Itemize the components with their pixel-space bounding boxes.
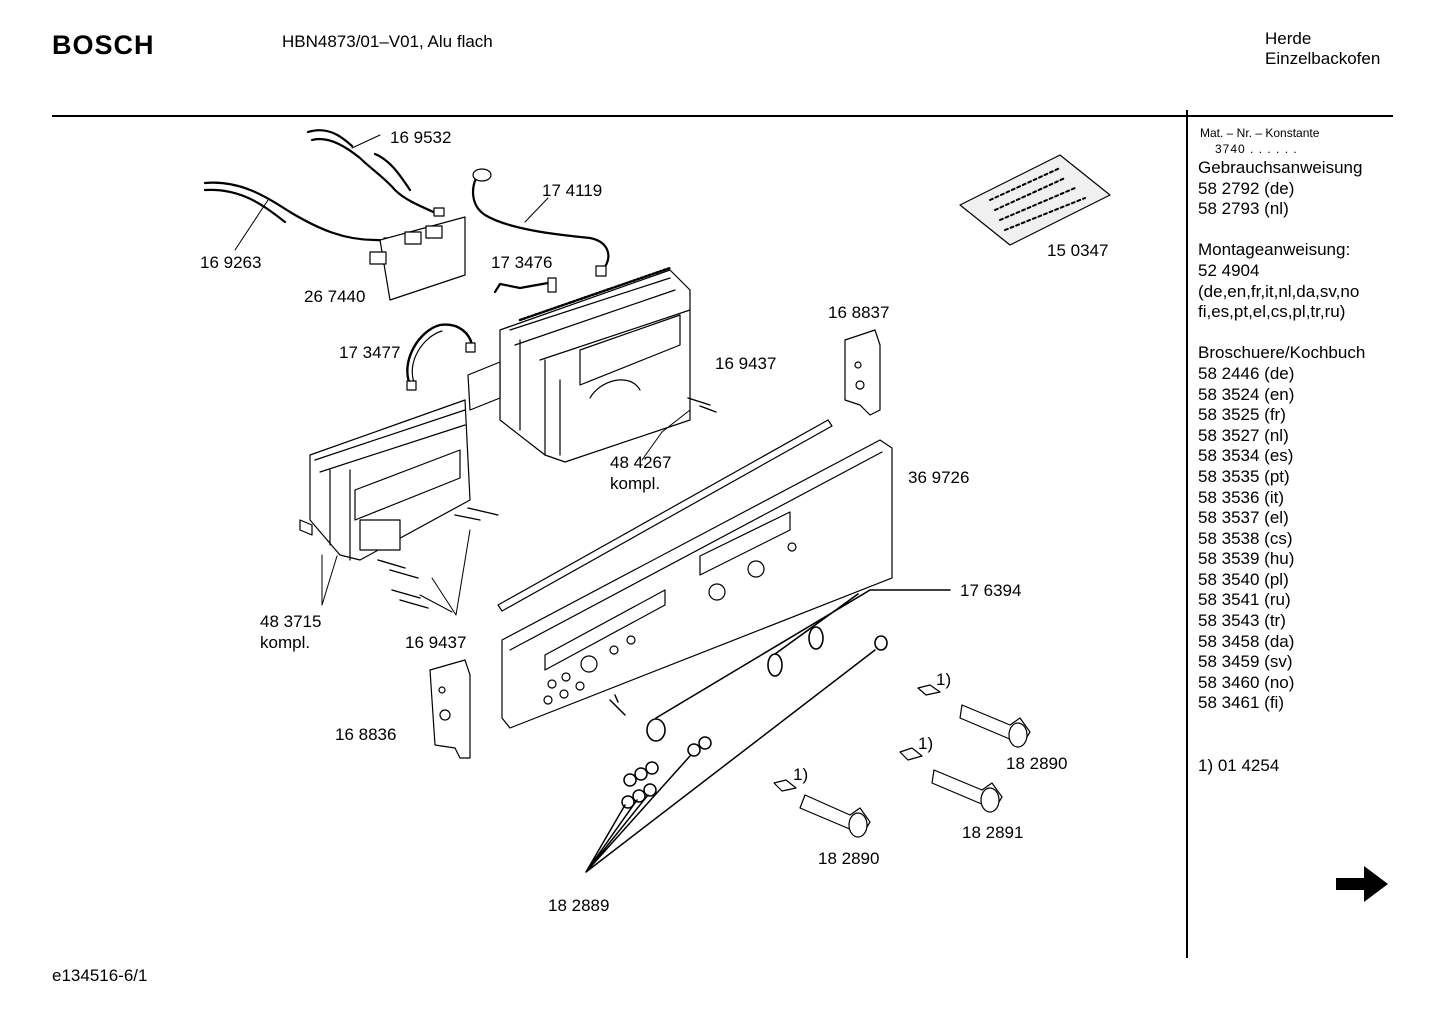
label-173476: 17 3476 bbox=[491, 253, 553, 272]
knob-rings-176394 bbox=[646, 589, 951, 742]
sidebar-line: 58 2793 (nl) bbox=[1198, 199, 1289, 219]
shaft-182890-upper bbox=[917, 684, 1031, 748]
label-182890-lower: 18 2890 bbox=[818, 849, 880, 868]
shaft-182891 bbox=[899, 747, 1003, 813]
label-173477: 17 3477 bbox=[339, 343, 401, 362]
footnote-marker-b: 1) bbox=[918, 734, 934, 753]
sidebar-line: 58 3458 (da) bbox=[1198, 631, 1295, 651]
screw-bag-150347 bbox=[959, 154, 1111, 246]
sidebar-line: 58 3540 (pl) bbox=[1198, 569, 1289, 589]
sidebar-line: (de,en,fr,it,nl,da,sv,no bbox=[1198, 281, 1360, 301]
label-483715-kompl: kompl. bbox=[260, 633, 311, 652]
brand-logo: BOSCH bbox=[52, 30, 155, 60]
label-176394: 17 6394 bbox=[960, 581, 1022, 600]
category-line-2: Einzelbackofen bbox=[1265, 49, 1381, 68]
buttons-182889 bbox=[585, 649, 876, 873]
control-panel-369726 bbox=[501, 439, 893, 729]
circuit-board-267440 bbox=[369, 216, 466, 301]
sidebar-line bbox=[1198, 220, 1365, 241]
mat-label: Mat. – Nr. – Konstante bbox=[1200, 126, 1320, 140]
bracket-168836 bbox=[429, 659, 471, 759]
sidebar-info-list: Gebrauchsanweisung 58 2792 (de) 58 2793 … bbox=[1198, 158, 1365, 714]
leader-lines bbox=[234, 134, 691, 616]
sidebar-divider bbox=[1186, 110, 1188, 958]
label-483715: 48 3715 bbox=[260, 612, 322, 631]
label-369726: 36 9726 bbox=[908, 468, 970, 487]
document-id: e134516-6/1 bbox=[52, 966, 148, 985]
label-484267-kompl: kompl. bbox=[610, 474, 661, 493]
model-title: HBN4873/01–V01, Alu flach bbox=[282, 32, 493, 51]
sidebar-line: Broschuere/Kochbuch bbox=[1198, 343, 1366, 363]
sidebar-line bbox=[1198, 323, 1365, 344]
sidebar-line: 58 3538 (cs) bbox=[1198, 528, 1293, 548]
sidebar-line: 58 2446 (de) bbox=[1198, 363, 1295, 383]
sidebar-line: 58 3525 (fr) bbox=[1198, 405, 1286, 425]
label-182889: 18 2889 bbox=[548, 896, 610, 915]
footnote-marker-c: 1) bbox=[793, 765, 809, 784]
sidebar-line: 58 3537 (el) bbox=[1198, 508, 1289, 528]
sidebar-line: 58 3536 (it) bbox=[1198, 487, 1284, 507]
label-182891: 18 2891 bbox=[962, 823, 1024, 842]
label-168836: 16 8836 bbox=[335, 725, 397, 744]
sidebar-line: 58 3527 (nl) bbox=[1198, 425, 1289, 445]
label-484267: 48 4267 bbox=[610, 453, 672, 472]
clips-169437 bbox=[377, 397, 717, 609]
wire-harness-174119 bbox=[472, 168, 610, 277]
wire-harness-173477 bbox=[406, 323, 476, 391]
label-182890-upper: 18 2890 bbox=[1006, 754, 1068, 773]
wire-harness-173476 bbox=[493, 277, 557, 294]
sidebar-line: 58 3524 (en) bbox=[1198, 384, 1295, 404]
sidebar-line: 58 3534 (es) bbox=[1198, 446, 1294, 466]
arrow-right-icon[interactable] bbox=[1334, 863, 1390, 905]
label-169532: 16 9532 bbox=[390, 128, 452, 147]
sidebar-line: 58 3541 (ru) bbox=[1198, 590, 1291, 610]
sidebar-line: 58 3543 (tr) bbox=[1198, 611, 1286, 631]
label-169437-lower: 16 9437 bbox=[405, 633, 467, 652]
exploded-parts-diagram bbox=[203, 129, 1111, 873]
control-module-483715 bbox=[299, 399, 471, 561]
footnote-reference: 1) 01 4254 bbox=[1198, 756, 1280, 775]
shaft-182890-lower bbox=[773, 779, 871, 838]
header-divider bbox=[52, 115, 1393, 117]
control-module-484267 bbox=[467, 266, 691, 463]
label-150347: 15 0347 bbox=[1047, 241, 1109, 260]
label-267440: 26 7440 bbox=[304, 287, 366, 306]
wire-harness-169263 bbox=[203, 181, 397, 248]
label-174119: 17 4119 bbox=[542, 181, 603, 200]
footnote-marker-a: 1) bbox=[936, 670, 952, 689]
sidebar-line: 58 2792 (de) bbox=[1198, 178, 1295, 198]
bracket-168837 bbox=[844, 329, 881, 416]
sidebar-line: 58 3535 (pt) bbox=[1198, 466, 1290, 486]
sidebar-line: 58 3461 (fi) bbox=[1198, 693, 1284, 713]
sidebar-line: 58 3460 (no) bbox=[1198, 672, 1295, 692]
sidebar-line: Gebrauchsanweisung bbox=[1198, 158, 1363, 177]
sidebar-line: fi,es,pt,el,cs,pl,tr,ru) bbox=[1198, 302, 1346, 322]
sidebar-line: 58 3539 (hu) bbox=[1198, 549, 1295, 569]
sidebar-line: Montageanweisung: bbox=[1198, 240, 1351, 260]
trim-strip bbox=[497, 419, 833, 612]
label-168837: 16 8837 bbox=[828, 303, 890, 322]
wire-harness-169532 bbox=[306, 129, 445, 217]
sidebar-line: 52 4904 bbox=[1198, 260, 1260, 280]
mat-value: 3740 . . . . . . bbox=[1215, 142, 1298, 156]
label-169437-upper: 16 9437 bbox=[715, 354, 777, 373]
label-169263: 16 9263 bbox=[200, 253, 262, 272]
sidebar-line: 58 3459 (sv) bbox=[1198, 652, 1293, 672]
category-line-1: Herde bbox=[1265, 29, 1312, 48]
